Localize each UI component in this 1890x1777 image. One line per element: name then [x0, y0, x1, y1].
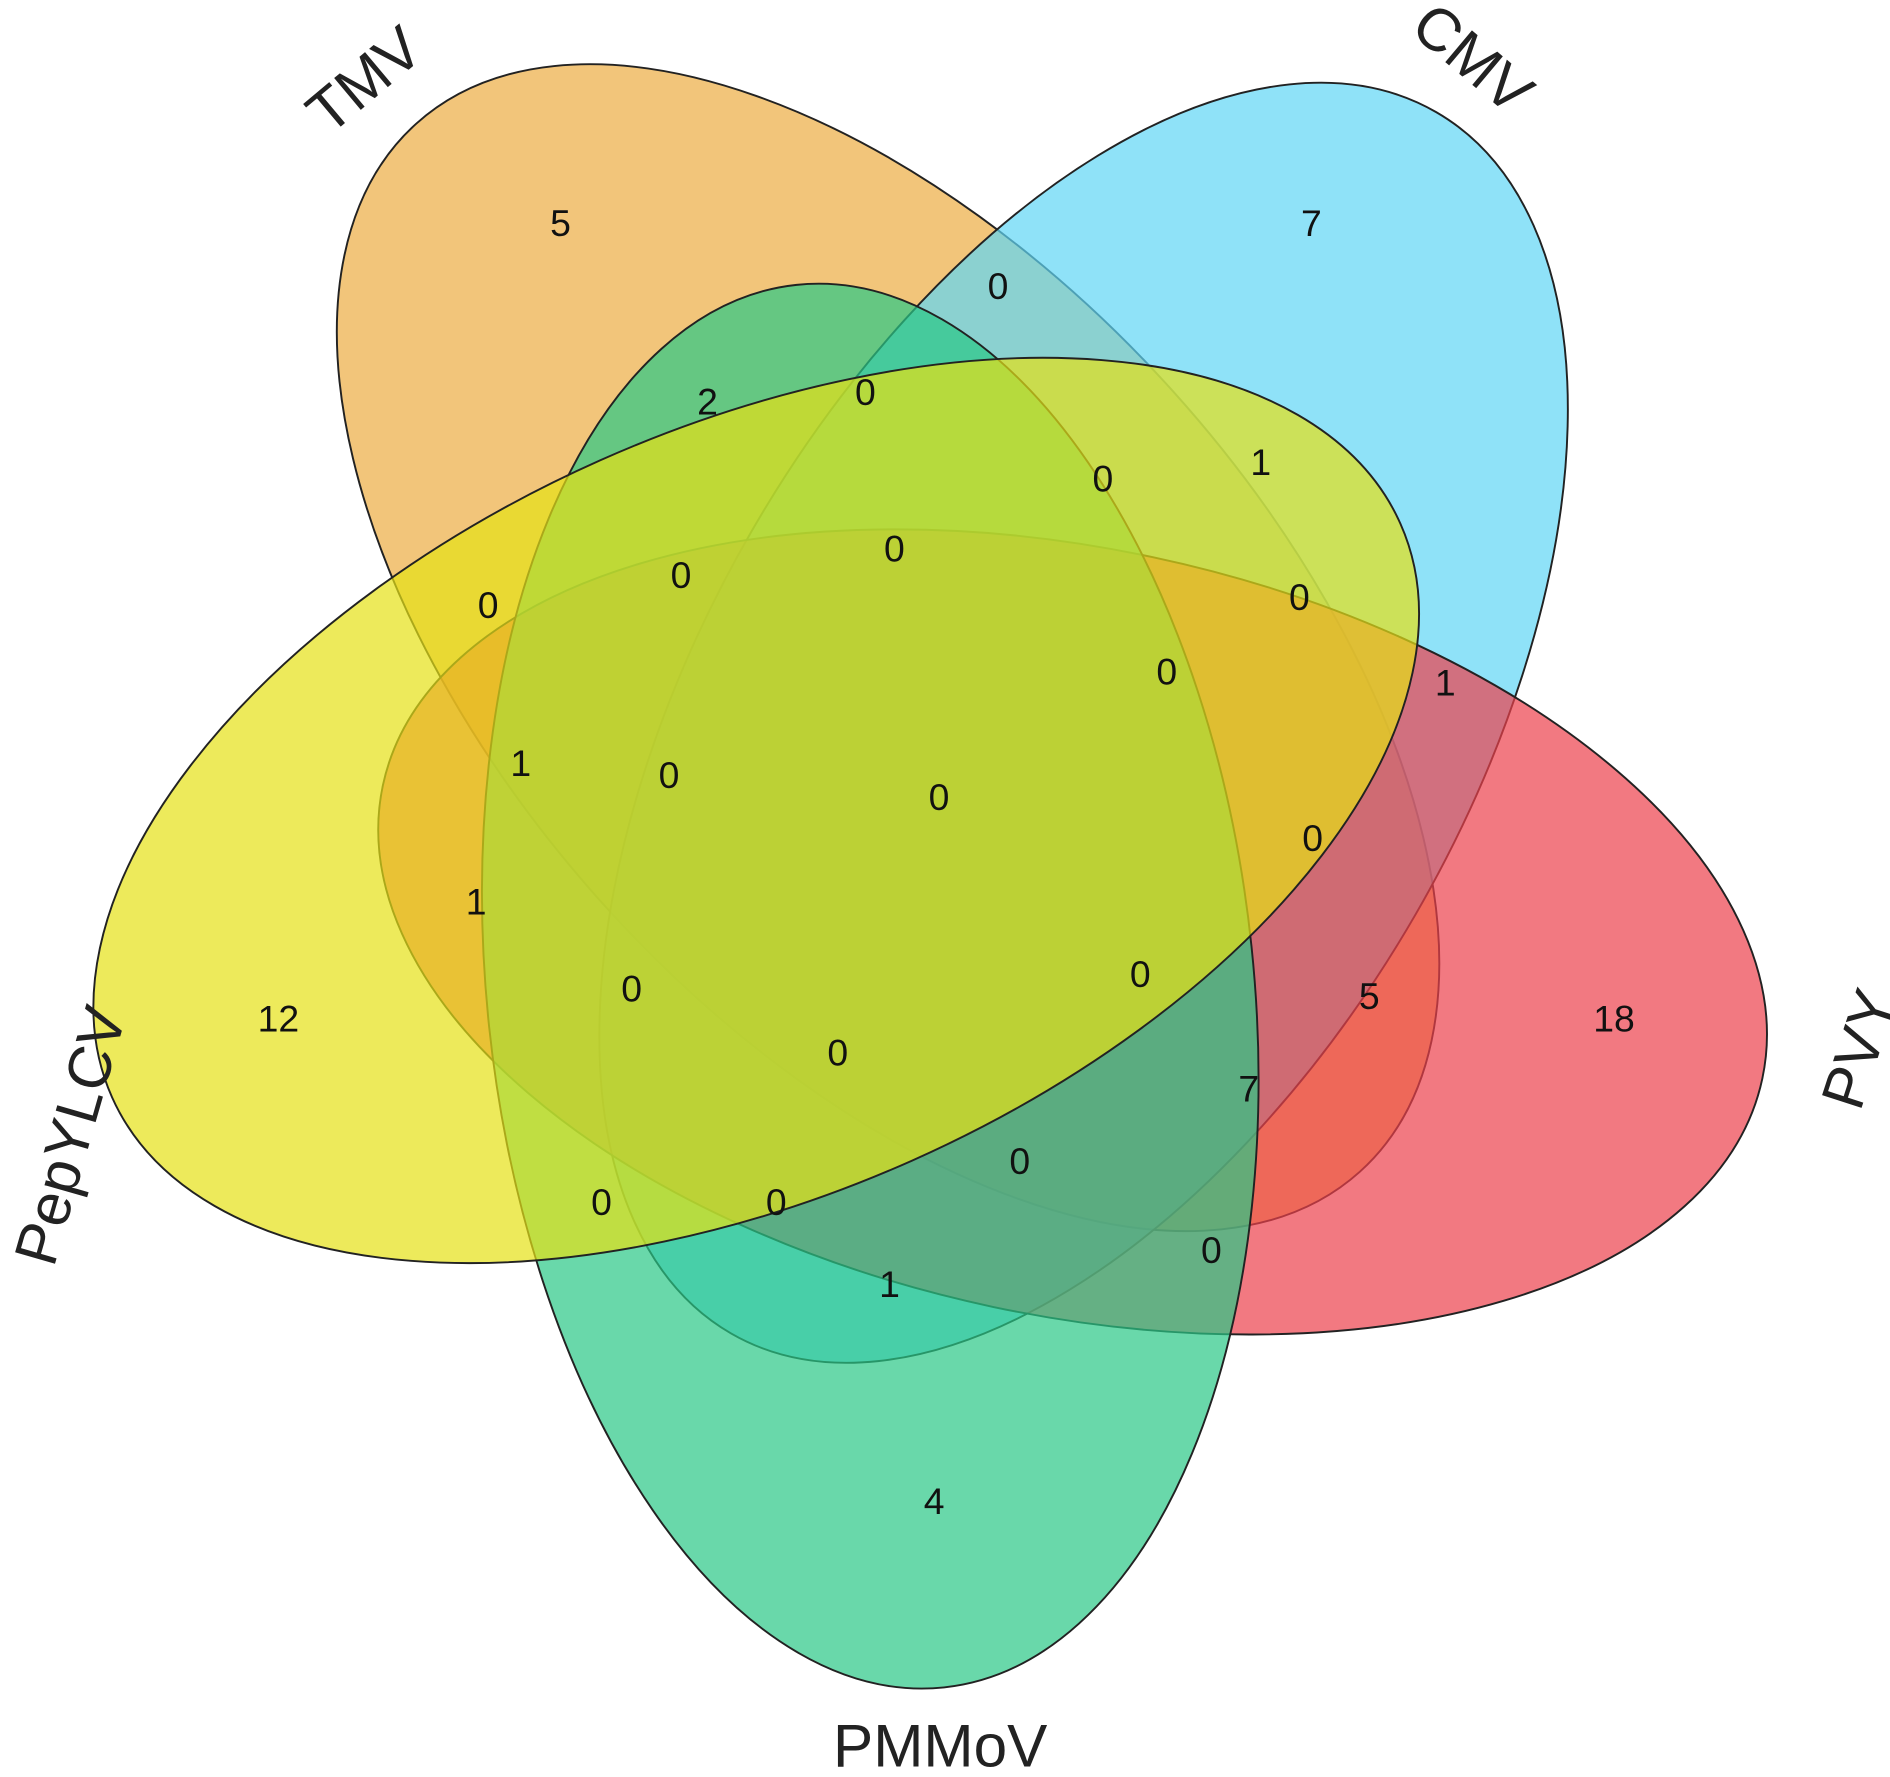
region-count-tmv-cmv-pvy: 0 — [1302, 817, 1323, 859]
region-count-pmmov-pvy: 0 — [1201, 1229, 1222, 1271]
set-ellipse-pepylcv — [92, 356, 1420, 1265]
region-count-cmv-pmmov-pepylcv-pvy: 0 — [827, 1031, 848, 1073]
region-count-tmv-pvy: 5 — [1359, 975, 1380, 1017]
region-count-tmv-cmv-pmmov-pvy: 0 — [1130, 953, 1151, 995]
region-count-pepylcv: 12 — [258, 998, 300, 1040]
region-count-tmv-cmv-pmmov-pepylcv: 0 — [884, 528, 905, 570]
region-count-cmv-pepylcv: 1 — [1250, 441, 1271, 483]
region-count-cmv-pepylcv-pvy: 0 — [1289, 576, 1310, 618]
set-ellipses — [92, 63, 1768, 1690]
region-count-cmv-pvy: 1 — [1435, 661, 1456, 703]
region-count-tmv-pmmov-pepylcv: 0 — [671, 554, 692, 596]
region-counts: 5 7 0 2 0 1 0 0 0 0 0 1 0 1 0 0 0 1 12 0 0 5 18 0 7 0 0 0 0 1 4 — [258, 202, 1635, 1522]
set-label-pepylcv: PepYLCV — [1, 999, 139, 1272]
region-count-tmv-pmmov-pvy: 7 — [1238, 1068, 1259, 1110]
region-count-pmmov-pepylcv-pvy: 0 — [621, 968, 642, 1010]
region-count-cmv-pmmov-pepylcv: 0 — [766, 1181, 787, 1223]
region-count-tmv-pepylcv-pvy: 1 — [510, 742, 531, 784]
region-count-tmv-cmv-pmmov: 0 — [855, 371, 876, 413]
region-count-tmv: 5 — [550, 202, 571, 244]
region-count-pepylcv-pvy: 1 — [466, 881, 487, 923]
region-count-tmv-cmv: 0 — [988, 265, 1009, 307]
region-count-tmv-cmv-pepylcv-pvy: 0 — [1156, 651, 1177, 693]
region-count-tmv-pmmov-pepylcv-pvy: 0 — [659, 754, 680, 796]
region-count-tmv-pmmov: 2 — [697, 381, 718, 423]
region-count-tmv-cmv-pvy-pmmov-pepylcv: 0 — [929, 776, 950, 818]
region-count-cmv-pmmov: 1 — [879, 1263, 900, 1305]
set-label-pmmov: PMMoV — [833, 1712, 1047, 1777]
region-count-tmv-cmv-pepylcv: 0 — [1093, 458, 1114, 500]
region-count-cmv-pmmov-pvy: 0 — [1009, 1140, 1030, 1182]
region-count-tmv-pepylcv: 0 — [478, 584, 499, 626]
region-count-cmv: 7 — [1301, 202, 1322, 244]
set-label-pvy: PVY — [1808, 981, 1890, 1117]
region-count-pmmov: 4 — [924, 1480, 945, 1522]
region-count-pvy: 18 — [1593, 998, 1635, 1040]
region-count-pmmov-pepylcv: 0 — [591, 1181, 612, 1223]
